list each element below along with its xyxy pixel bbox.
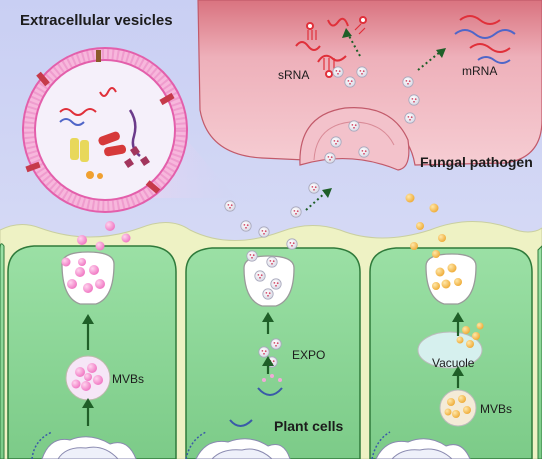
expo-membrane	[229, 387, 283, 427]
orange-vesicles	[405, 193, 462, 290]
title-extracellular-vesicles: Extracellular vesicles	[20, 12, 173, 29]
golgi-stacks	[41, 436, 471, 459]
label-mvbs-right: MVBs	[480, 402, 513, 416]
pathogen-membrane-inner	[313, 121, 395, 161]
label-vacuole: Vacuole	[432, 356, 475, 370]
label-srna: sRNA	[278, 68, 310, 82]
label-expo: EXPO	[292, 348, 326, 362]
label-mrna: mRNA	[462, 64, 498, 78]
mvb-right	[439, 389, 477, 427]
zoom-extracellular-vesicle	[22, 47, 188, 213]
vacuole-right	[417, 322, 484, 369]
arrow-heads	[82, 312, 464, 408]
pink-vesicles	[61, 221, 131, 293]
fusion-pockets	[61, 251, 477, 307]
er-dotted-lines	[31, 431, 391, 459]
mrna-molecules	[454, 15, 516, 64]
label-plant-cells: Plant cells	[274, 418, 344, 434]
expo-dots	[262, 374, 282, 382]
dotted-arrows	[305, 33, 441, 211]
dotted-arrow-heads	[322, 28, 446, 198]
plant-cell-left	[7, 245, 177, 459]
plant-cell-middle	[185, 247, 361, 459]
srna-molecules	[295, 16, 367, 78]
label-fungal-pathogen: Fungal pathogen	[420, 154, 533, 170]
mvb-left	[65, 355, 111, 401]
label-mvbs-left: MVBs	[112, 372, 145, 386]
